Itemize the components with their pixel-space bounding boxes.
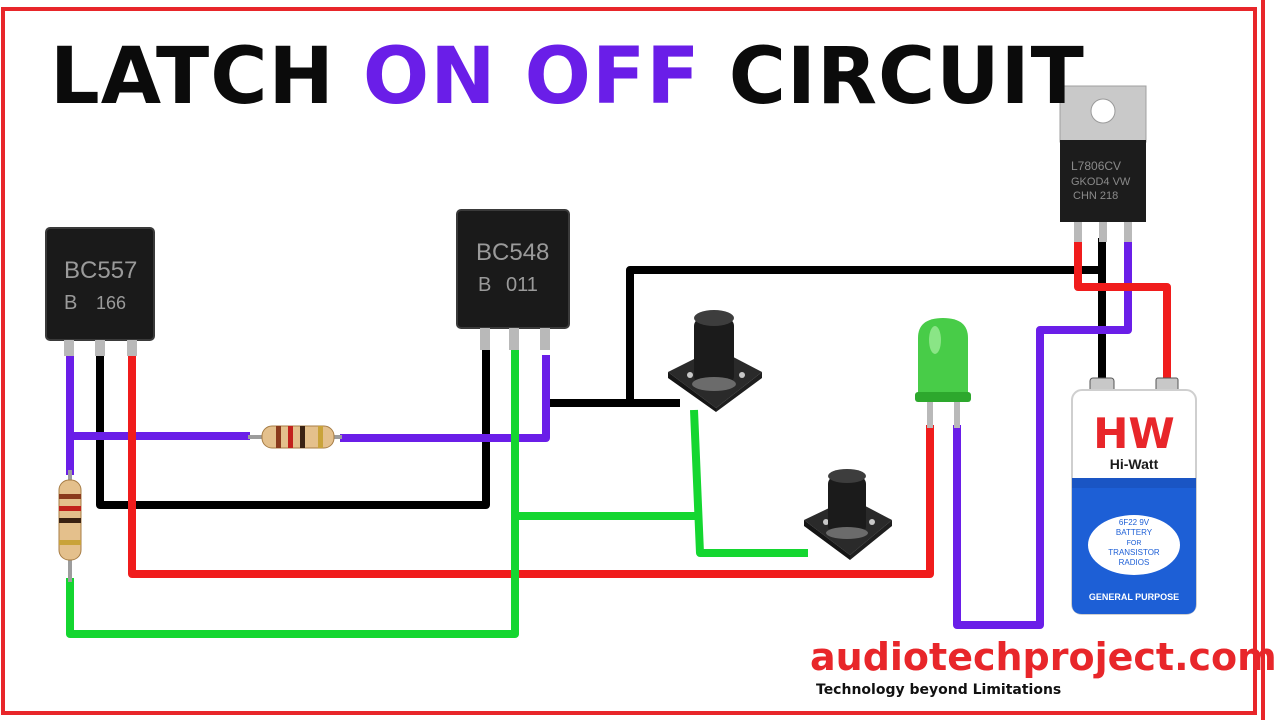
title-word-on: ON: [362, 32, 497, 122]
battery-logo: HW: [1093, 409, 1174, 458]
website-url: audiotechproject.com: [810, 635, 1277, 679]
battery-brand: Hi-Watt: [1110, 456, 1159, 472]
title-word-off: OFF: [524, 32, 701, 122]
battery-9v: HW Hi-Watt 6F22 9V BATTERY FOR TRANSISTO…: [1071, 377, 1197, 615]
push-button-bottom: [804, 469, 892, 560]
battery-label-line-1: 6F22 9V: [1119, 518, 1150, 527]
regulator-origin: CHN 218: [1073, 190, 1118, 202]
bc557-code-a: B: [64, 292, 77, 314]
title-word-latch: LATCH: [50, 32, 335, 122]
regulator-code: GKOD4 VW: [1071, 176, 1131, 188]
wires-black: [96, 238, 1106, 509]
page-title: LATCH ON OFF CIRCUIT: [50, 38, 1085, 116]
voltage-regulator-l7806: L7806CV GKOD4 VW CHN 218: [1059, 85, 1147, 242]
battery-label-line-3: FOR: [1127, 540, 1142, 547]
battery-label-line-4: TRANSISTOR: [1108, 548, 1160, 557]
bc557-code-b: 166: [96, 293, 126, 313]
battery-label-line-5: RADIOS: [1119, 558, 1150, 567]
wires-green: [66, 350, 808, 638]
bc548-code-b: 011: [506, 274, 538, 296]
bc548-label: BC548: [476, 239, 549, 266]
title-word-circuit: CIRCUIT: [728, 32, 1085, 122]
website-tagline: Technology beyond Limitations: [816, 682, 1062, 698]
border-frame: [1, 7, 1257, 715]
bc557-label: BC557: [64, 257, 137, 284]
led-green: [915, 318, 971, 428]
wires-purple: [66, 240, 1132, 629]
regulator-label: L7806CV: [1071, 159, 1121, 173]
wires-red: [128, 238, 1171, 578]
resistor-vertical: [58, 470, 82, 582]
resistor-horizontal: [248, 425, 342, 449]
bc548-code-a: B: [478, 274, 491, 296]
transistor-bc548: BC548 B 011: [456, 209, 570, 350]
push-button-top: [668, 310, 762, 412]
battery-label-oval: [1088, 515, 1180, 575]
battery-label-line-2: BATTERY: [1116, 528, 1153, 537]
transistor-bc557: BC557 B 166: [45, 227, 155, 356]
battery-footer: GENERAL PURPOSE: [1089, 592, 1179, 602]
